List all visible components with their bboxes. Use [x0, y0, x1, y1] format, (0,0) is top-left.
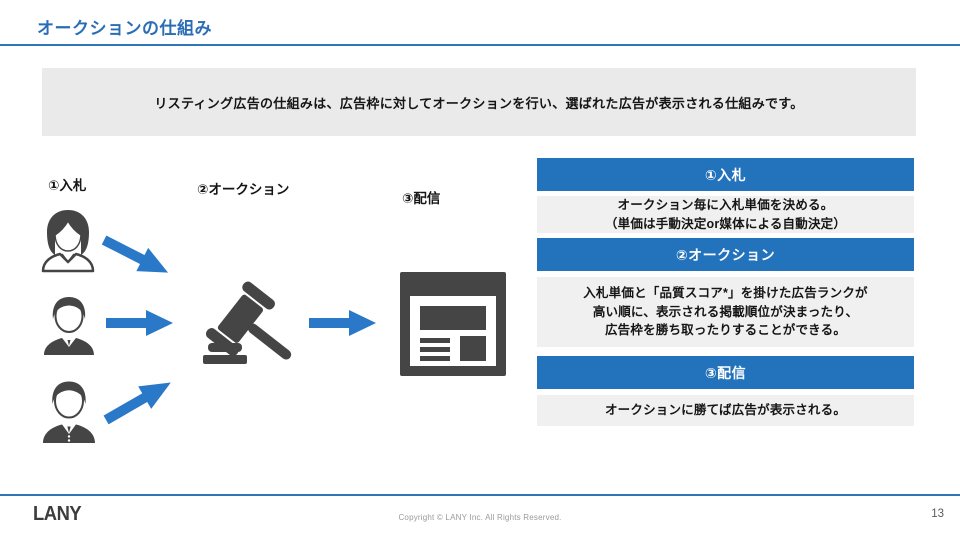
title-divider — [0, 44, 960, 46]
panel-body-bid: オークション毎に入札単価を決める。 （単価は手動決定or媒体による自動決定） — [537, 196, 914, 233]
right-arrow-icon — [309, 309, 377, 337]
right-arrow-icon — [106, 309, 174, 337]
explanation-panel: ①入札 オークション毎に入札単価を決める。 （単価は手動決定or媒体による自動決… — [537, 158, 914, 426]
footer-divider — [0, 494, 960, 496]
lany-logo: LANY — [33, 503, 82, 525]
slide-title: オークションの仕組み — [37, 19, 212, 38]
page-number: 13 — [931, 508, 944, 520]
panel-header-delivery: ③配信 — [537, 356, 914, 389]
panel-header-bid: ①入札 — [537, 158, 914, 191]
step-label-auction: ②オークション — [197, 182, 290, 197]
man-tie-bidder-icon — [41, 377, 97, 445]
intro-text: リスティング広告の仕組みは、広告枠に対してオークションを行い、選ばれた広告が表示… — [154, 95, 804, 111]
ad-page-icon — [400, 272, 506, 376]
woman-bidder-icon — [40, 209, 96, 273]
gavel-icon — [198, 279, 294, 369]
right-arrow-icon — [98, 228, 176, 286]
man-bidder-icon — [42, 293, 96, 357]
intro-box: リスティング広告の仕組みは、広告枠に対してオークションを行い、選ばれた広告が表示… — [42, 68, 916, 136]
panel-body-delivery: オークションに勝てば広告が表示される。 — [537, 395, 914, 426]
right-arrow-icon — [99, 370, 179, 432]
copyright-text: Copyright © LANY Inc. All Rights Reserve… — [398, 513, 562, 522]
step-label-delivery: ③配信 — [402, 191, 441, 206]
panel-header-auction: ②オークション — [537, 238, 914, 271]
step-label-bid: ①入札 — [48, 178, 87, 193]
panel-body-auction: 入札単価と「品質スコア*」を掛けた広告ランクが 高い順に、表示される掲載順位が決… — [537, 277, 914, 347]
